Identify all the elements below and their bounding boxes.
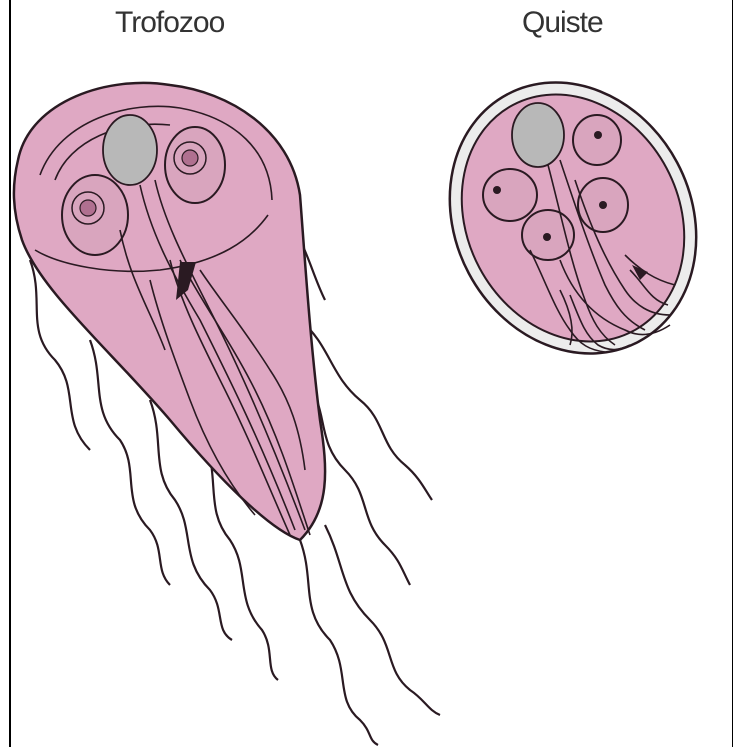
karyosome [182,150,198,166]
karyosome [80,200,96,216]
median-body [103,115,157,185]
trophozoite-nucleus-left [62,175,128,255]
cyst [403,39,733,397]
trophozoite [14,83,440,745]
flagellum [325,525,440,715]
nucleus [62,175,128,255]
karyosome [594,131,602,139]
trophozoite-nucleus-right [165,127,225,203]
karyosome [543,233,551,241]
cyst-body [419,55,726,381]
flagellum [300,540,378,745]
nucleus [165,127,225,203]
cyst-nucleus [483,169,537,221]
karyosome [493,186,501,194]
cyst-median-body [512,103,564,167]
karyosome [599,201,607,209]
cyst-nucleus [573,115,621,165]
